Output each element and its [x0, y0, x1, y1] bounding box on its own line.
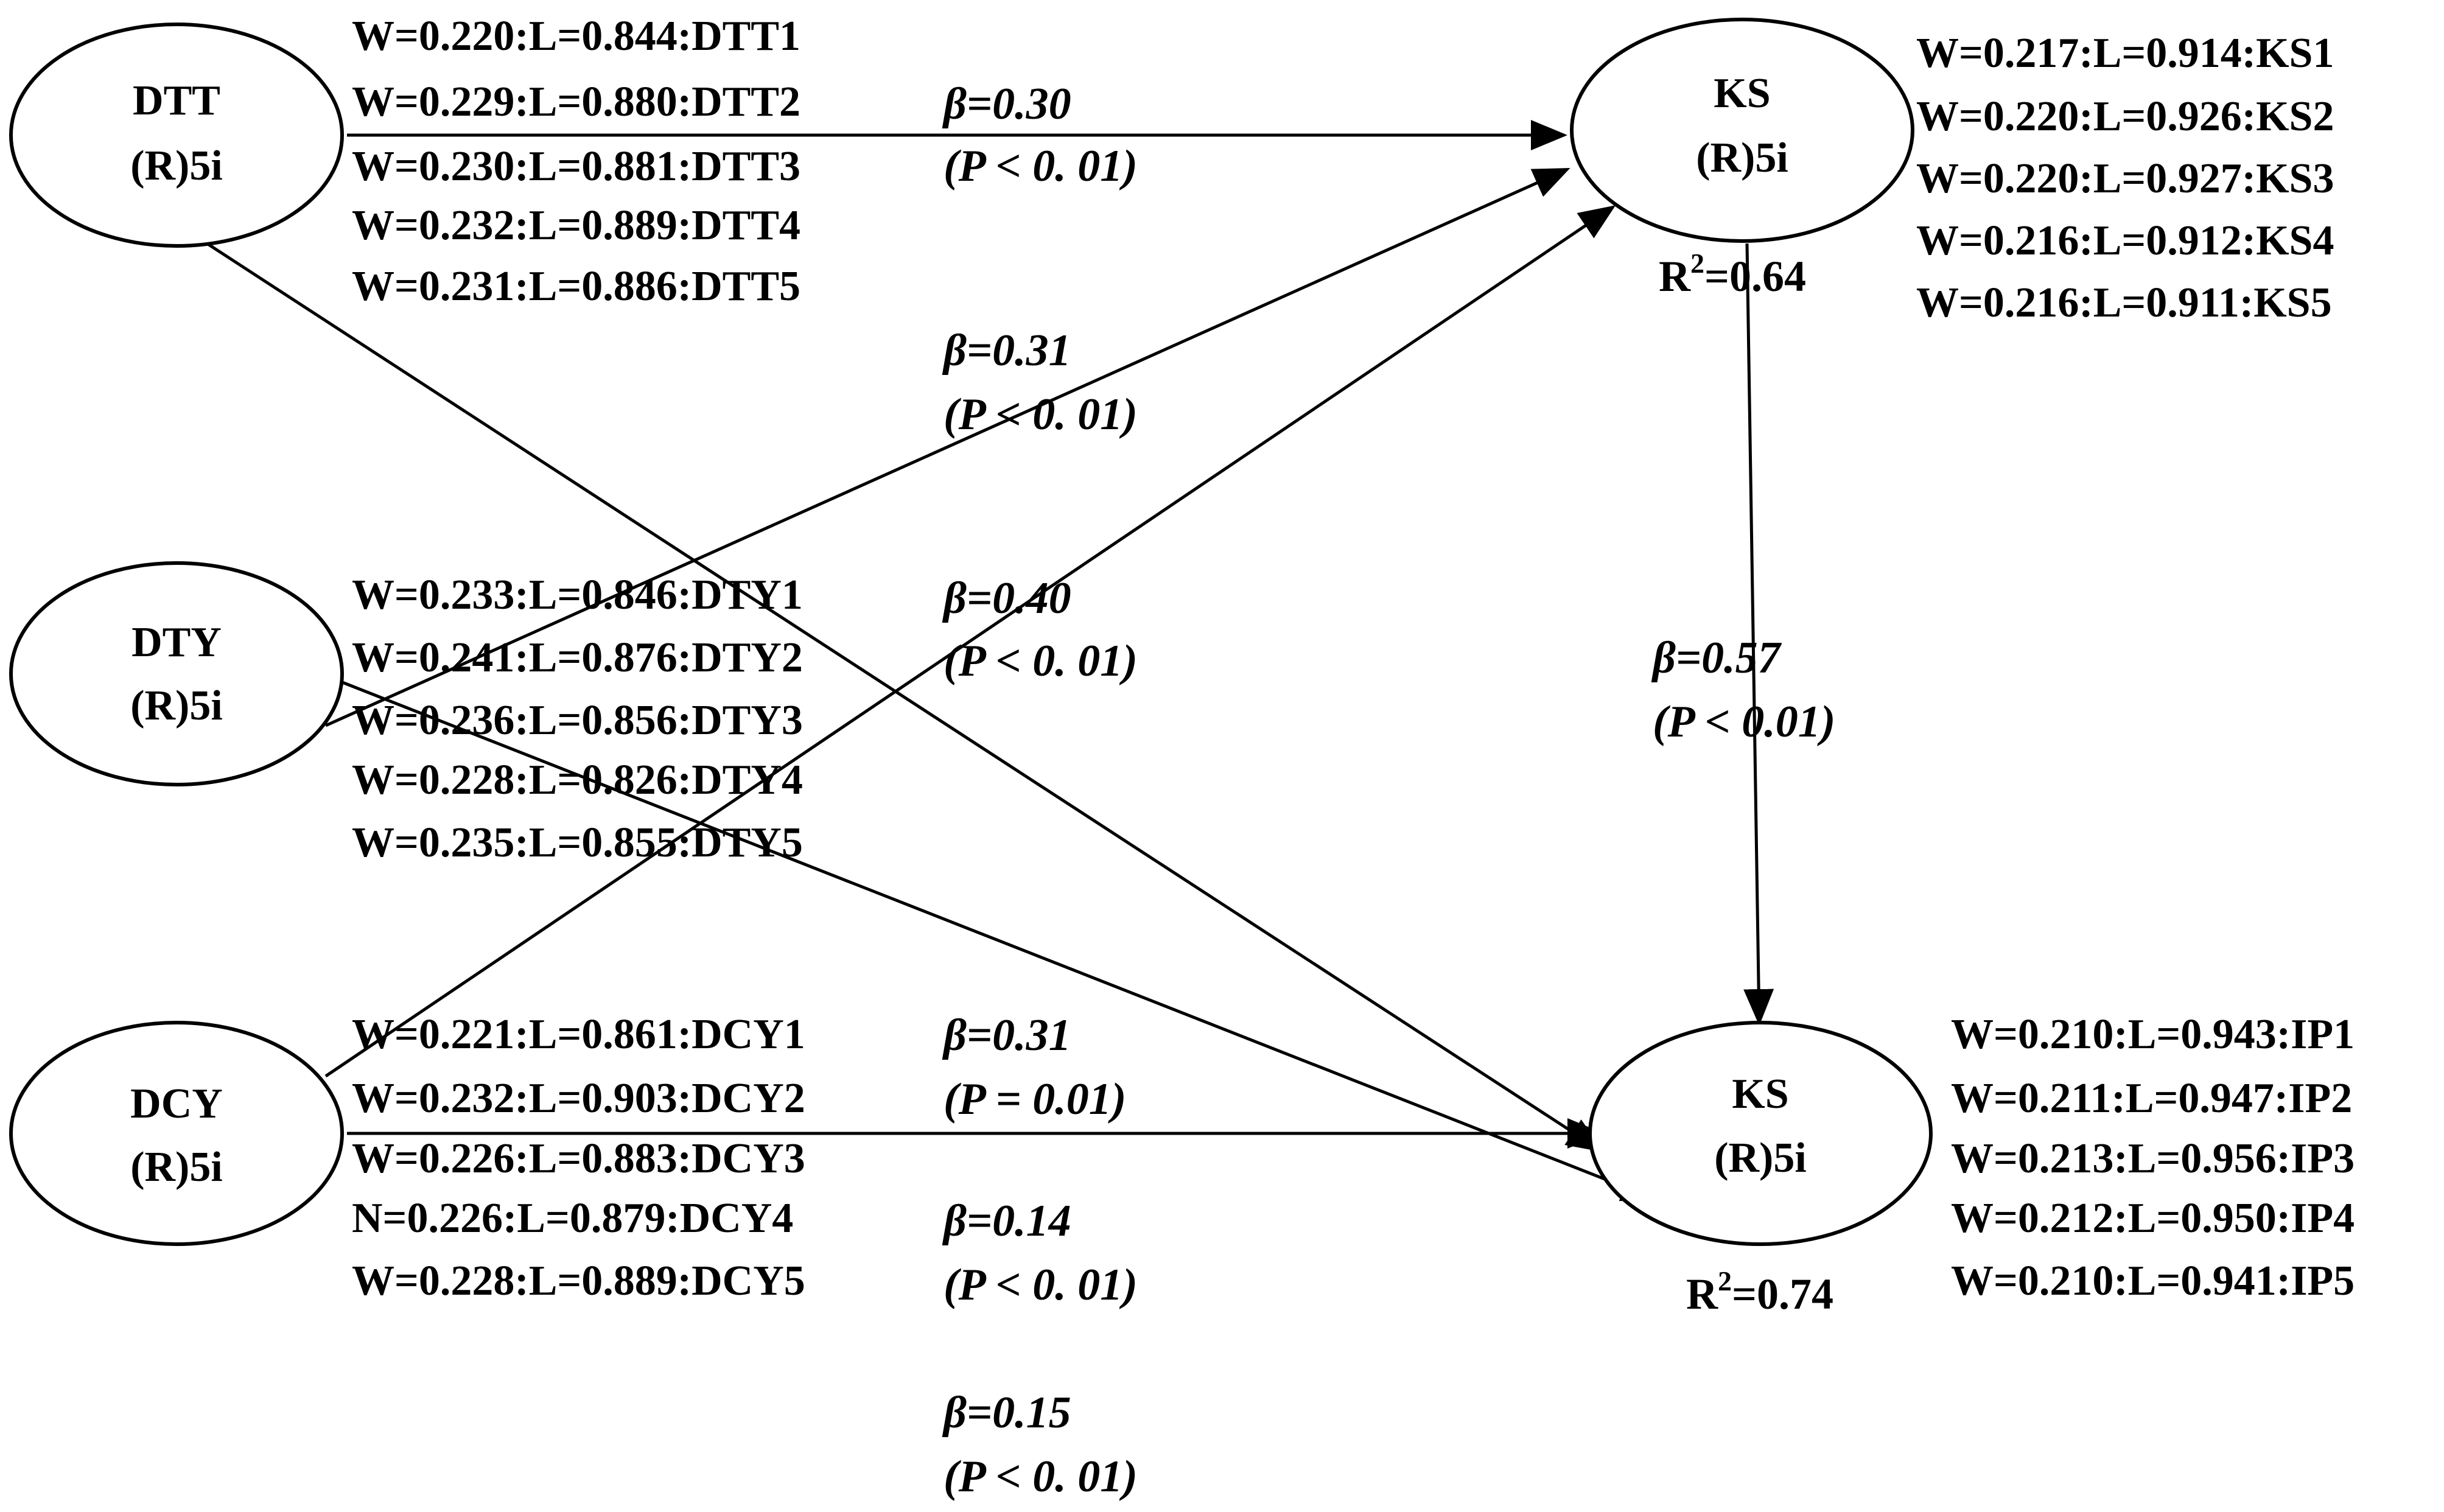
construct-dty: DTY (R)5i — [9, 561, 344, 786]
path-dty-ks-bottom — [340, 680, 1659, 1202]
indicator-dty-2: W=0.241:L=0.876:DTY2 — [352, 634, 803, 681]
coef-7-beta: β=0.15 — [942, 1388, 1071, 1438]
indicator-ks-bottom-3: W=0.213:L=0.956:IP3 — [1951, 1135, 2355, 1182]
indicator-ks-top-4: W=0.216:L=0.912:KS4 — [1916, 217, 2334, 264]
coef-5-p: (P = 0.01) — [944, 1074, 1126, 1124]
coef-4-p: (P < 0.01) — [1653, 697, 1835, 747]
indicators-dtt: W=0.220:L=0.844:DTT1 W=0.229:L=0.880:DTT… — [352, 13, 800, 310]
construct-ks-top: KS (R)5i — [1570, 18, 1914, 243]
path-coefficients: β=0.30 (P < 0. 01) β=0.31 (P < 0. 01) β=… — [942, 79, 1835, 1502]
indicator-dtt-2: W=0.229:L=0.880:DTT2 — [352, 79, 800, 125]
r-squared-ks-bottom-sup: 2 — [1718, 1265, 1732, 1297]
indicator-ks-top-1: W=0.217:L=0.914:KS1 — [1916, 30, 2334, 77]
construct-dcy-name: DCY — [130, 1080, 223, 1127]
indicator-dtt-3: W=0.230:L=0.881:DTT3 — [352, 143, 800, 190]
r-squared-ks-top: R2=0.64 — [1659, 248, 1806, 301]
path-dty-ks-top — [324, 167, 1570, 727]
construct-ks-bottom-sub: (R)5i — [1714, 1135, 1807, 1181]
indicator-dtt-5: W=0.231:L=0.886:DTT5 — [352, 263, 800, 310]
r-squared-ks-bottom-prefix: R — [1686, 1270, 1718, 1318]
path-dtt-ks-bottom — [206, 242, 1604, 1152]
indicator-dty-1: W=0.233:L=0.846:DTY1 — [352, 572, 803, 618]
path-dcy-ks-top — [324, 205, 1616, 1078]
indicator-ks-bottom-2: W=0.211:L=0.947:IP2 — [1951, 1075, 2352, 1122]
construct-dtt: DTT (R)5i — [9, 23, 344, 248]
indicator-dcy-4: N=0.226:L=0.879:DCY4 — [352, 1195, 793, 1242]
r-squared-ks-bottom: R2=0.74 — [1686, 1265, 1833, 1318]
indicators-dty: W=0.233:L=0.846:DTY1 W=0.241:L=0.876:DTY… — [352, 572, 803, 866]
coef-6-beta: β=0.14 — [942, 1196, 1071, 1246]
coef-6-p: (P < 0. 01) — [944, 1260, 1138, 1310]
construct-ks-bottom-name: KS — [1732, 1071, 1788, 1118]
indicator-ks-top-5: W=0.216:L=0.911:KS5 — [1916, 279, 2332, 326]
construct-dty-ellipse — [9, 561, 344, 786]
coef-7-p: (P < 0. 01) — [944, 1452, 1138, 1502]
construct-ks-bottom-ellipse — [1588, 1021, 1933, 1246]
construct-dcy-sub: (R)5i — [130, 1144, 223, 1191]
indicator-dcy-2: W=0.232:L=0.903:DCY2 — [352, 1075, 805, 1122]
coef-3-beta: β=0.40 — [942, 573, 1071, 623]
path-lines — [206, 120, 1774, 1202]
indicator-ks-top-2: W=0.220:L=0.926:KS2 — [1916, 93, 2334, 140]
coef-2-beta: β=0.31 — [942, 326, 1071, 376]
indicators-dcy: W=0.221:L=0.861:DCY1 W=0.232:L=0.903:DCY… — [352, 1011, 805, 1304]
indicator-ks-bottom-1: W=0.210:L=0.943:IP1 — [1951, 1011, 2355, 1058]
coef-1-p: (P < 0. 01) — [944, 141, 1138, 191]
construct-dtt-name: DTT — [133, 77, 220, 124]
construct-dtt-ellipse — [9, 23, 344, 248]
indicator-ks-bottom-4: W=0.212:L=0.950:IP4 — [1951, 1195, 2355, 1242]
coef-5-beta: β=0.31 — [942, 1010, 1071, 1060]
construct-ks-bottom: KS (R)5i — [1588, 1021, 1933, 1246]
construct-ks-top-sub: (R)5i — [1696, 135, 1788, 181]
indicator-ks-bottom-5: W=0.210:L=0.941:IP5 — [1951, 1258, 2355, 1304]
coef-4-beta: β=0.57 — [1651, 633, 1782, 683]
construct-dcy: DCY (R)5i — [9, 1021, 344, 1246]
indicator-dty-4: W=0.228:L=0.826:DTY4 — [352, 757, 803, 803]
indicator-dty-3: W=0.236:L=0.856:DTY3 — [352, 697, 803, 744]
coef-2-p: (P < 0. 01) — [944, 390, 1138, 439]
r-squared-ks-bottom-value: =0.74 — [1732, 1270, 1833, 1318]
indicator-ks-top-3: W=0.220:L=0.927:KS3 — [1916, 155, 2334, 202]
construct-ks-top-name: KS — [1714, 70, 1770, 117]
r-squared-ks-top-value: =0.64 — [1704, 252, 1806, 301]
coef-3-p: (P < 0. 01) — [944, 636, 1138, 686]
indicator-dcy-5: W=0.228:L=0.889:DCY5 — [352, 1258, 805, 1304]
indicator-dtt-4: W=0.232:L=0.889:DTT4 — [352, 202, 800, 249]
construct-dcy-ellipse — [9, 1021, 344, 1246]
indicator-dtt-1: W=0.220:L=0.844:DTT1 — [352, 13, 800, 60]
indicator-dty-5: W=0.235:L=0.855:DTY5 — [352, 819, 803, 866]
construct-ks-top-ellipse — [1570, 18, 1914, 243]
indicators-ks-bottom: W=0.210:L=0.943:IP1 W=0.211:L=0.947:IP2 … — [1951, 1011, 2355, 1304]
construct-dty-name: DTY — [131, 619, 222, 666]
r-squared-ks-top-prefix: R — [1659, 252, 1691, 301]
indicator-dcy-1: W=0.221:L=0.861:DCY1 — [352, 1011, 805, 1058]
r-squared-ks-top-sup: 2 — [1690, 248, 1704, 279]
indicators-ks-top: W=0.217:L=0.914:KS1 W=0.220:L=0.926:KS2 … — [1916, 30, 2334, 326]
construct-dty-sub: (R)5i — [130, 682, 223, 729]
coef-1-beta: β=0.30 — [942, 79, 1071, 129]
construct-dtt-sub: (R)5i — [130, 142, 223, 189]
indicator-dcy-3: W=0.226:L=0.883:DCY3 — [352, 1135, 805, 1182]
path-ks-top-ks-bottom — [1743, 243, 1774, 1026]
